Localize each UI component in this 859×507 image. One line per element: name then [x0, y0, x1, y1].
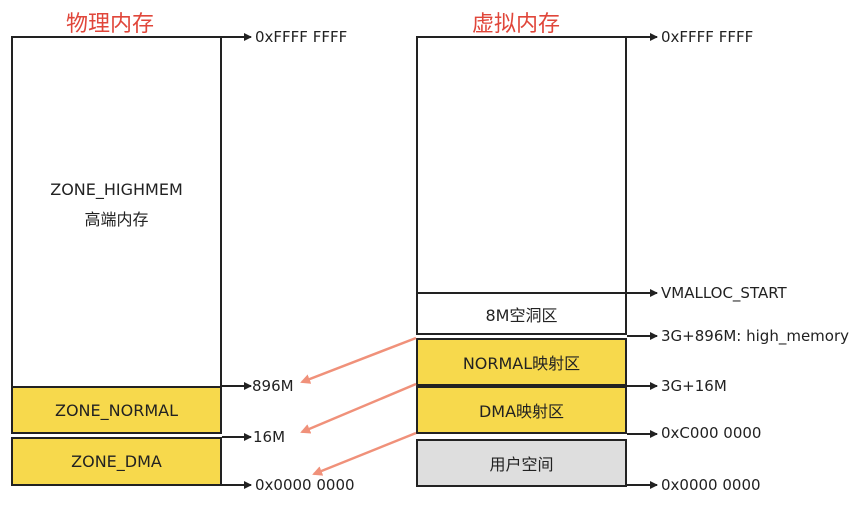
zone-highmem-label: ZONE_HIGHMEM: [50, 180, 183, 199]
zone-dma-label: ZONE_DMA: [71, 452, 162, 471]
phys-addr-896: 896M: [252, 377, 294, 395]
zone-dma-block: ZONE_DMA: [11, 437, 222, 486]
phys-addr-top: 0xFFFF FFFF: [255, 28, 348, 46]
zone-normal-label: ZONE_NORMAL: [55, 400, 178, 420]
dma-map-label: DMA映射区: [478, 402, 565, 421]
zone-normal-block: ZONE_NORMAL: [11, 386, 222, 434]
virt-addr-zero: 0x0000 0000: [661, 476, 761, 494]
virt-addr-high: 3G+896M: high_memory: [661, 327, 850, 345]
user-space-block: 用户空间: [416, 439, 627, 487]
map-arrow-zero: [312, 431, 417, 476]
virt-addr-vmalloc: VMALLOC_START: [661, 284, 787, 302]
virt-addr-top: 0xFFFF FFFF: [661, 28, 754, 46]
hole-8m-block: 8M空洞区: [416, 292, 627, 335]
map-arrow-16: [300, 382, 417, 434]
highmem-cn-label: 高端内存: [84, 210, 149, 229]
hole-8m-label: 8M空洞区: [485, 305, 558, 325]
physical-memory-title: 物理内存: [66, 12, 155, 37]
map-arrow-high: [300, 336, 417, 384]
dma-map-block: DMA映射区: [416, 386, 627, 434]
user-space-label: 用户空间: [489, 455, 554, 474]
phys-addr-zero: 0x0000 0000: [255, 476, 355, 494]
virt-addr-c000: 0xC000 0000: [661, 424, 762, 442]
virtual-memory-title: 虚拟内存: [472, 12, 561, 37]
normal-map-block: NORMAL映射区: [416, 338, 627, 386]
normal-map-label: NORMAL映射区: [462, 354, 581, 373]
phys-addr-16: 16M: [253, 428, 286, 446]
virt-addr-16: 3G+16M: [661, 377, 727, 395]
